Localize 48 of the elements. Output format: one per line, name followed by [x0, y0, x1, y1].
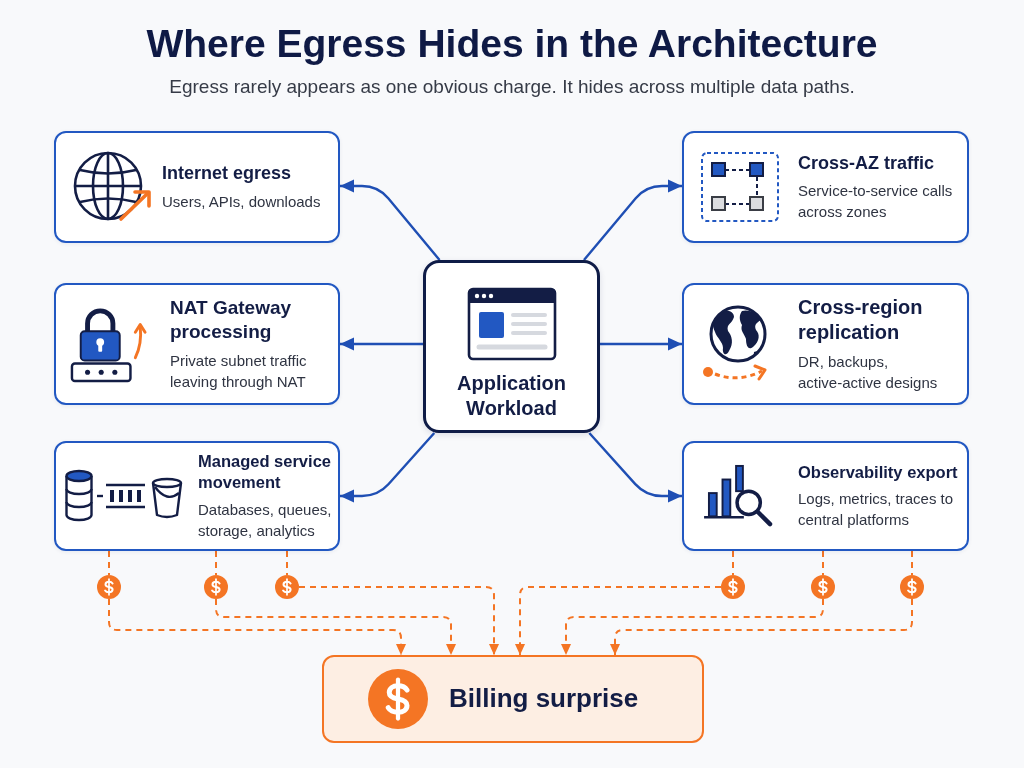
dashed-line [732, 550, 734, 576]
dollar-coin-icon [275, 575, 299, 599]
dollar-coin-icon [811, 575, 835, 599]
dashed-arrow [298, 586, 500, 656]
billing-label: Billing surprise [449, 683, 639, 715]
card-description: Databases, queues, storage, analytics [198, 499, 333, 541]
dashed-line [215, 550, 217, 576]
card-title: Observability export [798, 461, 959, 483]
dashed-line [108, 550, 110, 576]
arrow [340, 337, 423, 351]
dashed-line [822, 550, 824, 576]
card-title: Cross-region replication [798, 295, 924, 345]
card-title: Internet egress [162, 162, 293, 185]
title: Where Egress Hides in the Architecture [146, 21, 878, 67]
card-title: NAT Gateway processing [170, 296, 293, 344]
info-card [682, 441, 969, 551]
info-card [682, 283, 969, 405]
arrow [340, 432, 436, 503]
dashed-arrow [609, 598, 913, 656]
dollar-coin-icon [900, 575, 924, 599]
card-description: DR, backups, active-active designs [798, 352, 939, 393]
billing-box [322, 655, 704, 743]
card-description: Service-to-service calls across zones [798, 181, 954, 223]
workload-label: Application Workload [456, 371, 567, 421]
dollar-coin-icon [97, 575, 121, 599]
info-card [54, 441, 340, 551]
arrow [600, 337, 682, 351]
card-title: Cross-AZ traffic [798, 151, 936, 175]
info-card [54, 131, 340, 243]
dollar-coin-icon [721, 575, 745, 599]
card-description: Private subnet traffic leaving through NAT [170, 350, 308, 392]
arrow [583, 179, 682, 261]
card-description: Users, APIs, downloads [162, 191, 322, 212]
dashed-arrow [514, 586, 722, 656]
dashed-arrow [215, 598, 457, 656]
workload-box [423, 260, 600, 433]
arrow [588, 432, 682, 503]
card-description: Logs, metrics, traces to central platforms [798, 489, 955, 531]
arrow [340, 179, 441, 261]
subtitle: Egress rarely appears as one obvious charge. It hides across multiple data paths. [169, 74, 855, 99]
dashed-line [286, 550, 288, 576]
dollar-coin-icon [204, 575, 228, 599]
dashed-arrow [560, 598, 824, 656]
card-title: Managed service movement [198, 451, 332, 493]
dashed-line [911, 550, 913, 576]
info-card [682, 131, 969, 243]
dashed-arrow [108, 598, 407, 656]
info-card [54, 283, 340, 405]
